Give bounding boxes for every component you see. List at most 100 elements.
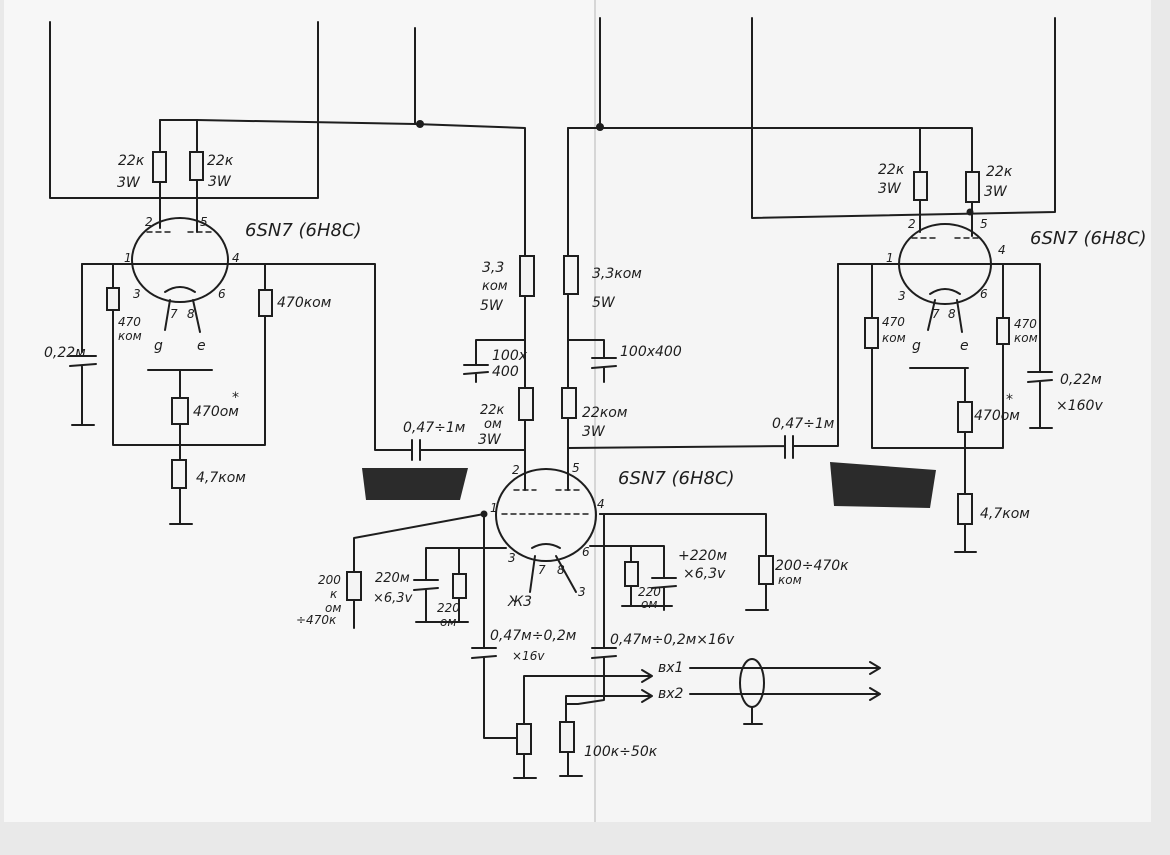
left-cap-label: 0,22м xyxy=(44,345,86,361)
center-right-cathode-cap-label-2: ×6,3v xyxy=(683,566,726,582)
center-pin-5: 5 xyxy=(572,461,580,475)
center-left-cathode-cap-label-2: ×6,3v xyxy=(373,591,413,606)
right-pin-7: 7 xyxy=(932,307,940,321)
right-cap-label-2: ×160v xyxy=(1056,398,1103,414)
center-left-grid-label-2: к xyxy=(330,587,338,601)
center-heater-right-label: 3 xyxy=(578,585,586,599)
right-anode-b-label-2: 3W xyxy=(984,184,1008,200)
left-tube-label: 6SN7 (6H8C) xyxy=(245,220,362,241)
left-bottom-resistor xyxy=(171,459,187,489)
right-pin-8: 8 xyxy=(948,307,956,321)
right-cathode-star: * xyxy=(1006,392,1013,408)
center-right-cathode-cap xyxy=(589,545,677,611)
junction-left-top xyxy=(416,120,424,128)
left-volume-pot xyxy=(516,723,532,755)
left-pin-6: 6 xyxy=(218,287,226,301)
right-stage: 22к 3W 22к 3W 6SN7 (6H8C) 2 5 1 4 3 6 7 … xyxy=(751,17,1147,553)
center-right-load-resistor xyxy=(561,387,577,419)
left-pin-1: 1 xyxy=(124,251,132,265)
right-heater-e: e xyxy=(960,338,969,354)
center-left-cathode-resistor xyxy=(452,573,467,599)
right-grid-cap xyxy=(837,263,1053,429)
left-output-transformer-lead xyxy=(49,21,319,199)
right-tube-heater xyxy=(927,288,963,333)
center-left-grid-label-3: ом xyxy=(325,601,341,615)
center-left-cathode-cap xyxy=(413,547,507,623)
center-right-cathode-cap-label-1: +220м xyxy=(678,548,727,564)
left-pin-7: 7 xyxy=(170,307,178,321)
left-tube-heater xyxy=(164,286,201,333)
center-left-filter-label-1: 100х xyxy=(492,348,528,364)
center-stage: 3,3 ком 5W 3,3ком 5W 100х 400 100х400 22… xyxy=(296,17,921,779)
left-grid-resistor-loop xyxy=(112,263,266,446)
center-pin-7: 7 xyxy=(538,563,546,577)
center-left-coupling-label: 0,47÷1м xyxy=(403,420,466,436)
center-right-coupling-cap xyxy=(567,263,839,459)
right-heater-g: g xyxy=(912,338,921,354)
center-right-load-label-2: 3W xyxy=(582,424,606,440)
center-left-dropping-label-3: 5W xyxy=(480,298,504,314)
left-scribble xyxy=(362,468,468,500)
center-left-load-resistor xyxy=(518,387,534,421)
center-left-cathode-cap-label-1: 220м xyxy=(375,571,410,586)
center-heater-left-label: Ж3 xyxy=(507,594,532,610)
left-tube-envelope xyxy=(131,217,229,303)
left-heater-e: e xyxy=(197,338,206,354)
center-right-cathode-resistor-wire xyxy=(621,545,673,607)
center-tube-heater xyxy=(529,543,577,593)
center-left-load-label-1: 22к xyxy=(480,403,505,418)
right-anode-a-label-1: 22к xyxy=(878,162,905,178)
center-right-dropping-label-1: 3,3ком xyxy=(592,266,642,282)
right-bottom-resistor xyxy=(957,493,973,525)
right-pin-5: 5 xyxy=(980,217,988,231)
center-left-grid-label-1: 200 xyxy=(318,573,341,587)
center-tube-label: 6SN7 (6H8C) xyxy=(618,468,735,489)
right-anode-b-label-1: 22к xyxy=(986,164,1013,180)
input-arrowheads xyxy=(641,669,653,703)
right-grid-resistor xyxy=(864,317,879,349)
right-cap-label-1: 0,22м xyxy=(1060,372,1102,388)
left-pin-3: 3 xyxy=(133,287,141,301)
center-left-grid-resistor xyxy=(346,571,362,601)
right-grid-resistor-label-1: 470 xyxy=(882,315,905,329)
paper-left-page xyxy=(4,0,594,822)
center-left-grid-resistor-wire xyxy=(353,513,485,629)
left-anode-a-label-2: 3W xyxy=(117,175,141,191)
right-cathode-resistor-label: 470ом xyxy=(974,408,1020,424)
left-bottom-resistor-label: 4,7ком xyxy=(196,470,246,486)
paper-right-page xyxy=(596,0,1151,822)
center-left-load-label-3: 3W xyxy=(478,432,502,448)
left-grid2-resistor xyxy=(258,289,273,317)
right-bottom-resistor-label: 4,7ком xyxy=(980,506,1030,522)
center-right-dropping-resistor xyxy=(563,255,579,295)
input-2-label: вх2 xyxy=(658,686,684,702)
left-grid-resistor xyxy=(106,287,120,311)
center-right-cathode-resistor-label-1: 220 xyxy=(638,585,661,599)
center-left-input-cap-label-1: 0,47м÷0,2м xyxy=(490,628,577,644)
center-left-cathode-resistor-label-2: ом xyxy=(440,615,456,629)
center-left-dropping-label-1: 3,3 xyxy=(482,260,504,276)
left-cap-to-ground xyxy=(69,263,97,426)
center-right-cathode-resistor xyxy=(624,561,639,587)
center-right-input-cap xyxy=(565,513,617,729)
right-pin-2: 2 xyxy=(908,217,916,231)
right-grid2-resistor-label-2: ком xyxy=(1014,331,1038,345)
input-shield-ground xyxy=(743,706,763,725)
center-left-dropping-resistor xyxy=(519,255,535,297)
pot-ground-wires xyxy=(513,751,583,779)
right-grid2-resistor xyxy=(996,317,1010,345)
left-cathode-wire xyxy=(147,369,213,525)
center-right-coupling-label: 0,47÷1м xyxy=(772,416,835,432)
right-grid2-resistor-label-1: 470 xyxy=(1014,317,1037,331)
left-pin-8: 8 xyxy=(187,307,195,321)
center-right-dropping-label-2: 5W xyxy=(592,295,616,311)
center-right-filter-cap xyxy=(567,339,617,383)
center-left-coupling-cap xyxy=(404,439,526,461)
left-pin-2: 2 xyxy=(145,215,153,229)
center-right-grid-label-1: 200÷470к xyxy=(775,558,849,574)
junction-right-top xyxy=(596,123,604,131)
center-pin-8: 8 xyxy=(557,563,565,577)
center-left-load-label-2: ом xyxy=(484,417,502,432)
